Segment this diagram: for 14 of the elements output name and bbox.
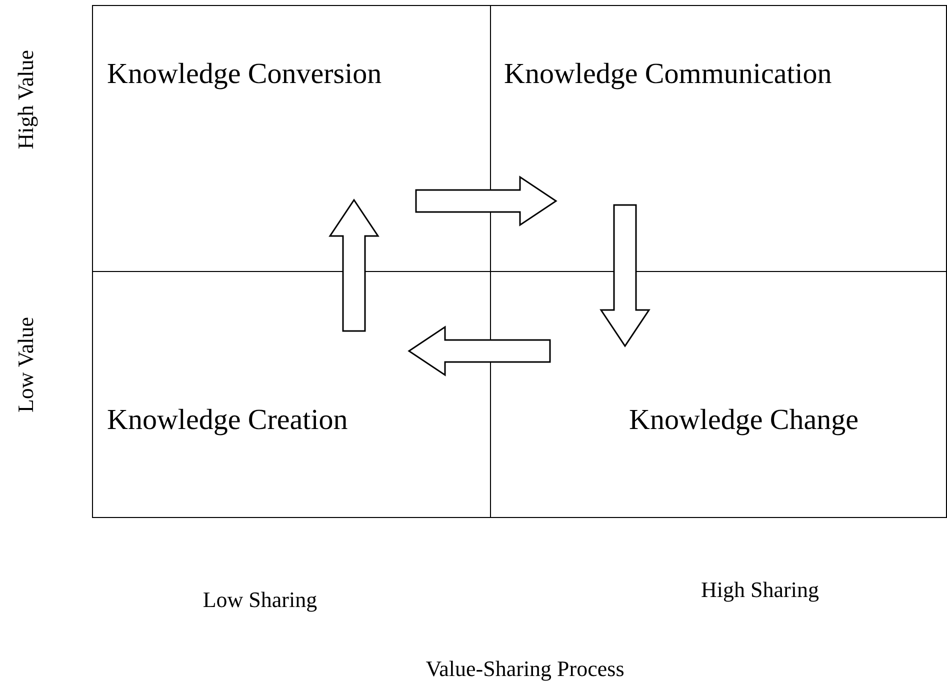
quadrant-title: Knowledge Communication bbox=[504, 58, 832, 91]
block-arrow bbox=[328, 198, 380, 332]
axis-label: Low Value bbox=[13, 317, 39, 413]
axis-caption: Low Sharing bbox=[202, 587, 318, 613]
block-arrow bbox=[415, 176, 558, 226]
axis-label: High Value bbox=[13, 50, 39, 150]
block-arrow bbox=[408, 326, 551, 376]
quadrant-title: Knowledge Change bbox=[629, 404, 859, 437]
quadrant-box bbox=[490, 271, 947, 518]
quadrant-title: Knowledge Conversion bbox=[107, 58, 382, 91]
axis-caption: High Sharing bbox=[701, 577, 819, 603]
block-arrow bbox=[600, 204, 650, 348]
axis-caption: Value-Sharing Process bbox=[426, 656, 624, 682]
quadrant-title: Knowledge Creation bbox=[107, 404, 348, 437]
